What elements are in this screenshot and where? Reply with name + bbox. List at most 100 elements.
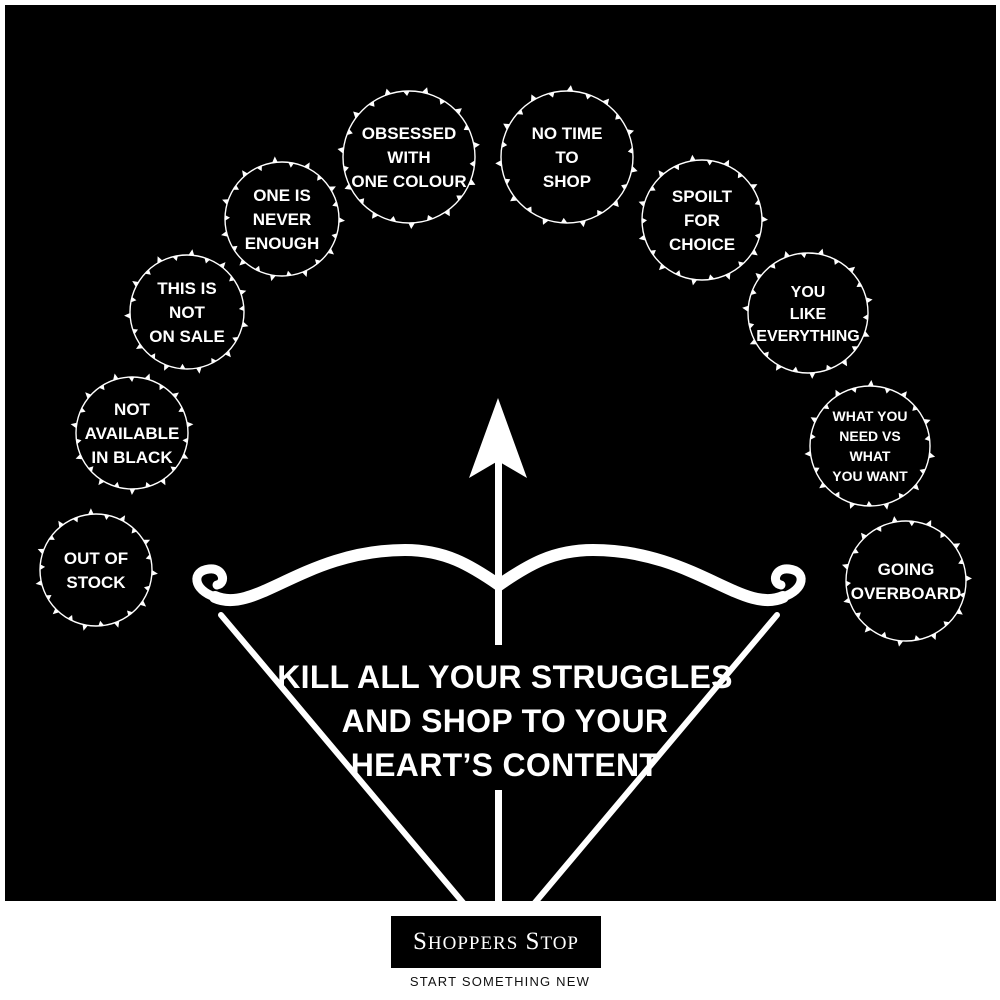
thorn: [35, 580, 43, 586]
thorn: [182, 437, 188, 444]
thorn: [98, 620, 104, 626]
thorn: [328, 186, 336, 192]
arrow-head: [469, 398, 527, 478]
thorn: [130, 296, 137, 303]
thorn: [510, 195, 518, 202]
thorn: [737, 172, 743, 179]
thorn: [239, 259, 247, 266]
thorn: [900, 391, 907, 398]
thorn: [723, 159, 730, 167]
footer: Shoppers Stop START SOMETHING NEW: [0, 901, 1000, 1000]
thorn: [924, 435, 930, 442]
thorn: [855, 612, 861, 619]
thorn: [389, 216, 397, 222]
thorn: [343, 165, 349, 173]
bubble-label: NO TIME: [532, 124, 603, 143]
bubble-label: AVAILABLE: [85, 424, 180, 443]
thorn: [627, 147, 633, 154]
thorn: [204, 257, 210, 264]
thorn-wreath-icon: [747, 252, 869, 374]
thorn: [104, 514, 110, 520]
brand-logo[interactable]: Shoppers Stop: [391, 916, 601, 968]
thorn: [211, 358, 217, 364]
thorn: [852, 548, 859, 554]
thorn: [864, 626, 872, 633]
thorn: [958, 558, 964, 565]
thorn: [143, 539, 151, 545]
thorn: [99, 384, 105, 391]
thorn: [186, 421, 194, 428]
thorn: [742, 305, 749, 312]
thorn: [848, 266, 856, 273]
bubble-label: IN BLACK: [91, 448, 173, 467]
thorn: [88, 466, 94, 473]
thorn: [145, 482, 151, 488]
thorn: [221, 231, 228, 237]
thorn: [817, 248, 824, 256]
thorn: [151, 570, 158, 576]
thorn: [439, 98, 446, 105]
thorn: [930, 632, 937, 640]
thorn: [748, 322, 755, 329]
thorn: [750, 289, 757, 295]
thorn: [658, 170, 665, 178]
bubble-label: THIS IS: [157, 279, 217, 298]
thorn: [408, 222, 415, 229]
thorn: [254, 265, 260, 272]
headline-line-1: KILL ALL YOUR STRUGGLES: [277, 659, 733, 695]
thorn: [706, 160, 713, 166]
thorn: [612, 199, 619, 207]
thorn: [615, 113, 621, 120]
thorn: [814, 467, 820, 473]
thorn: [454, 108, 462, 115]
thorn: [531, 94, 537, 102]
thorn: [238, 305, 244, 311]
thorn: [358, 198, 365, 205]
thorn: [750, 184, 758, 190]
thorn: [754, 233, 761, 239]
thorn: [495, 160, 502, 167]
thorn: [912, 483, 919, 491]
thorn: [819, 482, 827, 489]
thorn: [456, 195, 463, 201]
thorn: [144, 585, 150, 592]
headline: KILL ALL YOUR STRUGGLES AND SHOP TO YOUR…: [255, 655, 755, 787]
thorn: [444, 209, 450, 217]
thorn: [344, 183, 352, 190]
thorn: [691, 279, 698, 286]
bubble-label: YOU: [791, 284, 826, 301]
thorn: [849, 502, 856, 509]
thorn: [638, 234, 646, 241]
bubble-label: WHAT: [850, 448, 891, 464]
thorn: [621, 184, 628, 190]
thorn: [809, 372, 816, 379]
thorn: [749, 339, 757, 345]
thorn: [560, 217, 568, 223]
thorn: [114, 481, 120, 488]
thorn: [504, 178, 511, 185]
thorn: [124, 313, 131, 319]
thorn: [867, 380, 874, 387]
thorn: [150, 353, 156, 360]
thorn: [127, 610, 133, 616]
thorn: [883, 502, 890, 510]
thorn: [52, 608, 60, 615]
thorn: [956, 608, 963, 615]
bubble-label: FOR: [684, 211, 720, 230]
thorn: [566, 85, 574, 92]
thorn: [131, 527, 137, 534]
thorn: [863, 331, 870, 337]
thorn: [834, 491, 840, 498]
thorn: [884, 387, 891, 394]
thorn: [222, 199, 229, 205]
bubble-label: OVERBOARD: [851, 584, 962, 603]
thorn: [755, 273, 762, 280]
thorn: [129, 488, 136, 495]
brand-tagline: START SOMETHING NEW: [409, 974, 591, 989]
thorn: [79, 407, 86, 413]
headline-line-2: AND SHOP TO YOUR: [341, 703, 669, 739]
bubble-label: OBSESSED: [362, 124, 456, 143]
thorn: [229, 275, 235, 282]
